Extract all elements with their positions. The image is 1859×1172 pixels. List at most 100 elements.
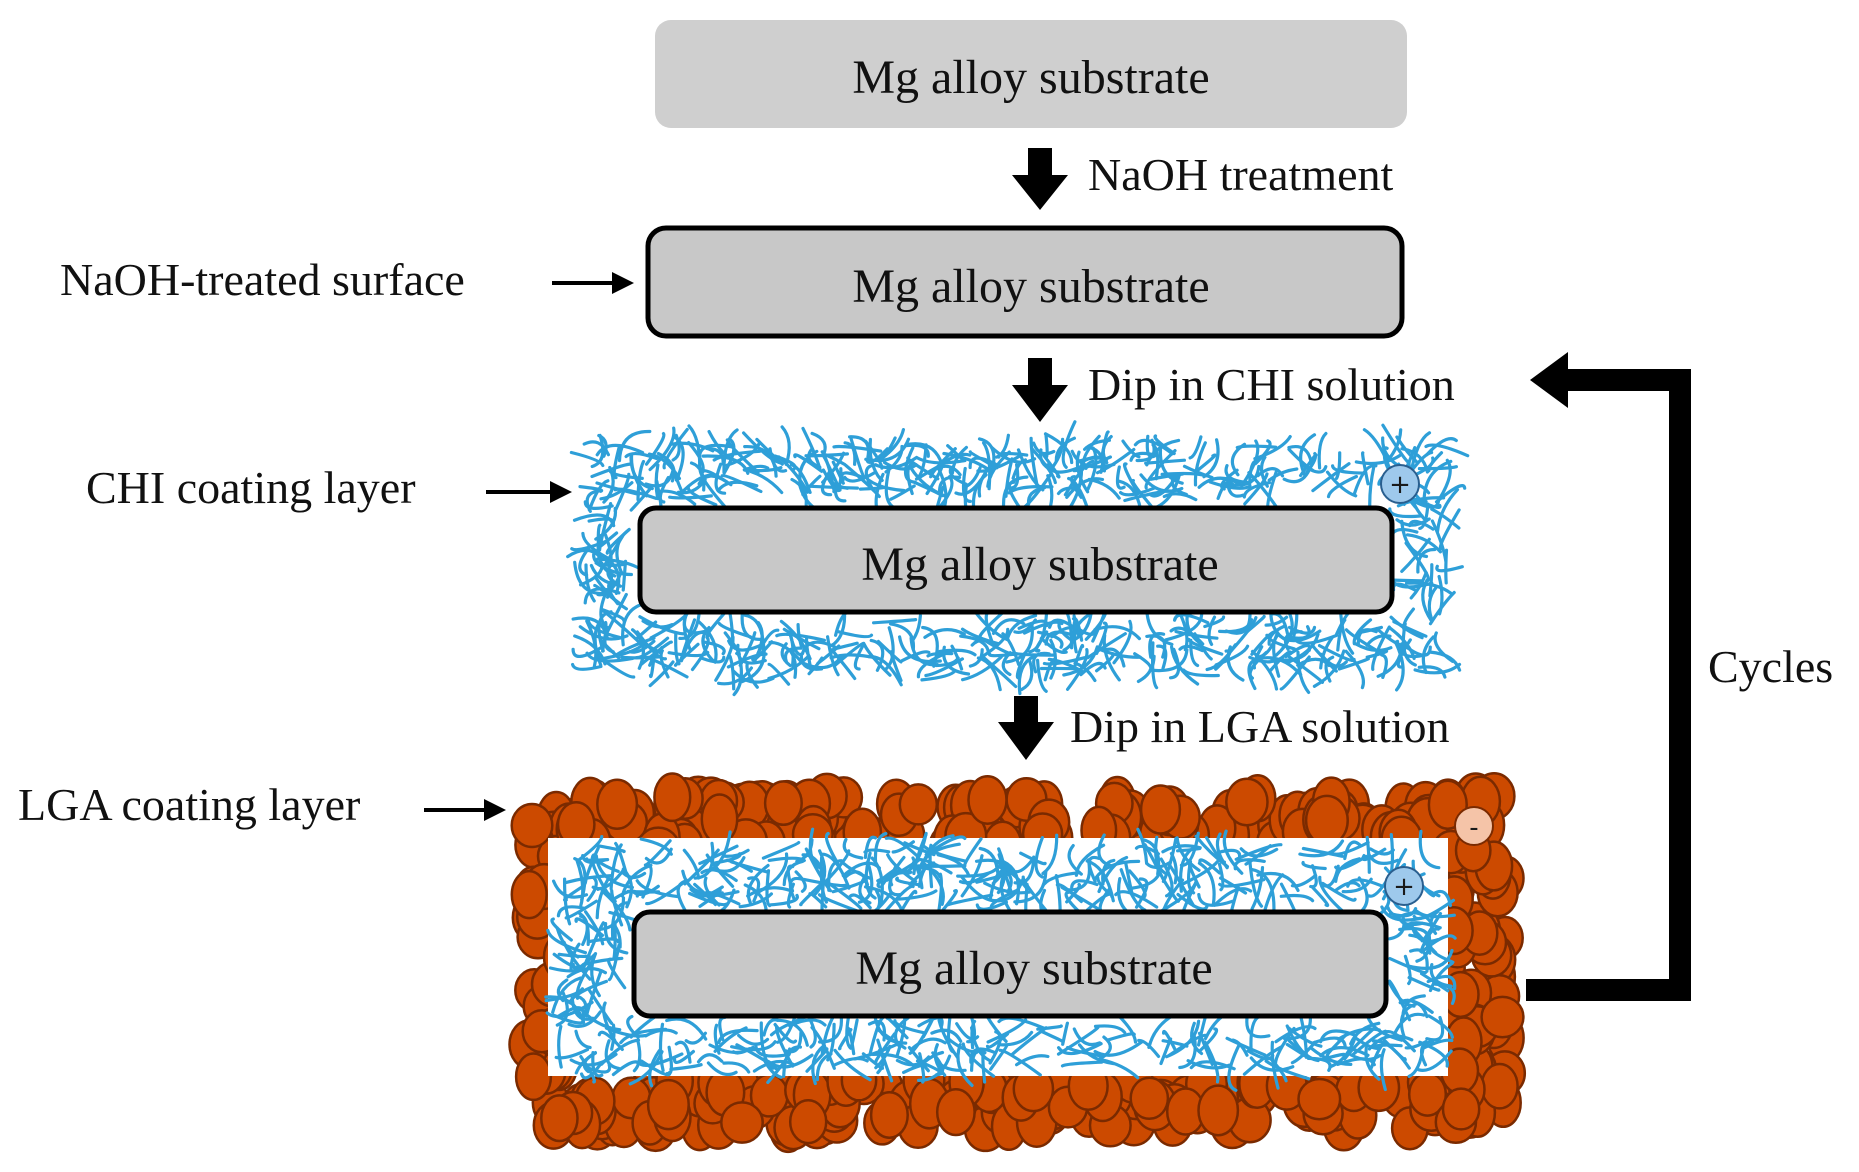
negative-charge-icon: - xyxy=(1454,806,1494,846)
lga-particle xyxy=(1197,1084,1240,1137)
chi-fiber xyxy=(821,451,846,484)
chi-fiber xyxy=(1034,630,1049,653)
chi-fiber xyxy=(681,869,725,897)
chi-fiber xyxy=(1178,1032,1197,1070)
stage-3-chi-coated: Mg alloy substrate + CHI coating layer xyxy=(86,420,1470,697)
substrate-box xyxy=(645,225,1405,339)
chi-fiber xyxy=(1197,893,1236,907)
chi-fiber xyxy=(629,453,649,498)
chi-fiber xyxy=(696,1053,724,1064)
chi-fiber xyxy=(833,1048,872,1082)
chi-fiber xyxy=(1197,861,1216,906)
chi-fiber xyxy=(882,884,915,915)
chi-fiber xyxy=(1404,581,1453,595)
chi-fiber xyxy=(1019,851,1047,866)
chi-fiber xyxy=(1128,869,1147,900)
chi-fiber xyxy=(648,660,675,688)
chi-fiber xyxy=(599,607,626,622)
chi-fiber xyxy=(1208,480,1252,490)
chi-fiber xyxy=(820,450,836,493)
chi-fiber xyxy=(796,623,803,649)
chi-fiber xyxy=(756,852,789,894)
chi-fiber xyxy=(1276,629,1322,643)
lga-particle xyxy=(1441,1087,1481,1131)
chi-fiber xyxy=(1203,1040,1220,1084)
chi-fiber xyxy=(621,559,628,592)
lga-particle xyxy=(1480,1062,1519,1110)
chi-fiber xyxy=(1013,855,1036,885)
chi-fiber xyxy=(619,1027,668,1045)
chi-fiber xyxy=(1417,1049,1453,1072)
chi-fiber xyxy=(1287,625,1317,635)
chi-fiber xyxy=(1097,647,1142,659)
chi-fiber xyxy=(978,846,1000,878)
chi-fiber xyxy=(722,438,736,475)
chi-fiber xyxy=(775,1026,795,1068)
chi-fiber xyxy=(1227,1044,1241,1092)
substrate-box xyxy=(637,505,1395,615)
chi-fiber xyxy=(1249,1056,1295,1072)
chi-fiber xyxy=(1427,586,1438,621)
chi-fiber xyxy=(1393,1012,1426,1035)
chi-fiber xyxy=(730,860,770,874)
chi-fiber xyxy=(955,1022,980,1041)
chi-fiber xyxy=(1248,859,1264,908)
chi-fiber xyxy=(1268,650,1293,673)
step-chi: Dip in CHI solution xyxy=(1012,358,1455,422)
chi-fiber xyxy=(577,835,604,862)
chi-fiber xyxy=(1267,624,1287,646)
chi-fiber xyxy=(766,1047,792,1084)
chi-fiber xyxy=(550,917,573,942)
chi-fiber xyxy=(590,433,605,469)
chi-fiber xyxy=(662,427,689,470)
chi-fiber xyxy=(863,835,877,859)
chi-fiber xyxy=(950,445,968,475)
chi-fiber xyxy=(1388,907,1418,918)
chi-fiber xyxy=(765,869,772,908)
chi-fiber xyxy=(882,460,918,471)
chi-fiber xyxy=(915,456,967,465)
chi-fiber xyxy=(645,878,689,906)
chi-fiber xyxy=(865,447,889,464)
chi-fiber xyxy=(961,1042,996,1078)
lga-particle xyxy=(646,1078,690,1131)
chi-fiber xyxy=(584,910,605,946)
chi-fiber xyxy=(595,877,610,920)
svg-text:+: + xyxy=(1389,470,1411,500)
chi-fiber xyxy=(551,976,583,1014)
chi-fiber xyxy=(824,453,847,467)
chi-fiber xyxy=(1072,1027,1102,1047)
chi-fiber xyxy=(912,833,928,875)
chi-fiber xyxy=(1424,443,1470,458)
chi-fiber xyxy=(700,655,726,664)
chi-fiber xyxy=(942,645,971,676)
chi-fiber xyxy=(587,479,610,512)
chi-fiber xyxy=(1051,437,1065,468)
chi-fiber xyxy=(682,848,701,880)
chi-fiber xyxy=(905,442,944,467)
chi-fiber xyxy=(874,1032,896,1064)
step-label: Dip in CHI solution xyxy=(1088,359,1455,410)
chi-fiber xyxy=(1390,578,1423,583)
chi-fiber xyxy=(850,1018,859,1047)
chi-fiber xyxy=(1312,649,1346,688)
chi-fiber xyxy=(1286,1026,1323,1048)
chi-fiber xyxy=(1001,864,1029,892)
chi-fiber xyxy=(602,465,615,504)
chi-fiber xyxy=(1246,1049,1275,1061)
chi-fiber xyxy=(1007,463,1020,490)
chi-fiber xyxy=(1066,648,1089,691)
chi-fiber xyxy=(794,870,807,893)
chi-fiber xyxy=(842,837,864,860)
chi-fiber xyxy=(837,1028,853,1051)
chi-fiber xyxy=(995,433,1010,459)
lga-particle xyxy=(510,802,554,849)
substrate-box xyxy=(631,909,1389,1019)
chi-fiber xyxy=(737,1033,770,1046)
chi-fiber xyxy=(581,531,609,559)
chi-fiber xyxy=(1418,829,1441,870)
chi-fiber xyxy=(1097,855,1129,894)
chi-fiber xyxy=(884,444,904,474)
chi-fiber xyxy=(990,445,1037,464)
chi-fiber xyxy=(1119,868,1147,912)
